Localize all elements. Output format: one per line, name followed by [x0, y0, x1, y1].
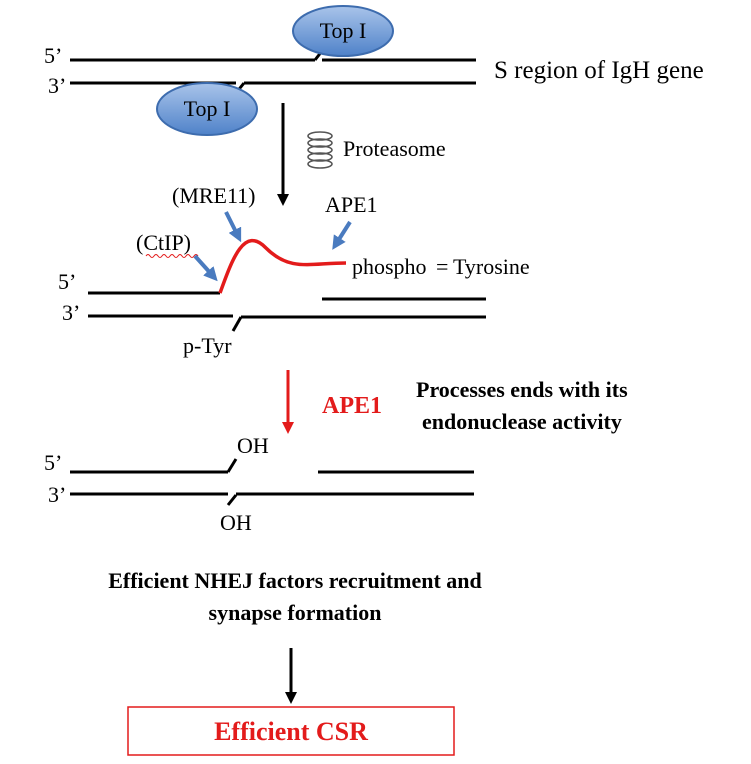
- oh-bottom-label: OH: [220, 510, 252, 535]
- panel3-label-5prime: 5’: [44, 450, 62, 475]
- red-flap-strand: [218, 239, 347, 294]
- panel1-label-3prime: 3’: [48, 73, 66, 98]
- ptyr-label: p-Tyr: [183, 333, 232, 358]
- equals-sign: =: [436, 254, 448, 279]
- topo-bottom-ellipse: Top I: [156, 82, 258, 136]
- panel-3-dna: OH 5’ 3’ OH: [44, 433, 474, 535]
- panel1-label-5prime: 5’: [44, 43, 62, 68]
- gene-label: S region of IgH gene: [494, 57, 704, 84]
- result-label: Efficient CSR: [214, 717, 368, 746]
- proteasome-label: Proteasome: [343, 136, 446, 161]
- nhej-line2: synapse formation: [209, 600, 382, 625]
- p3-top-nick: [226, 458, 238, 473]
- step-2: APE1 Processes ends with its endonucleas…: [282, 370, 628, 434]
- topo-top-ellipse: Top I: [292, 5, 394, 57]
- spellcheck-underline: [145, 254, 199, 258]
- ctip-arrow: [193, 254, 218, 282]
- panel2-label-5prime: 5’: [58, 269, 76, 294]
- topo-top-label: Top I: [320, 18, 367, 43]
- mre11-arrow: [224, 211, 242, 243]
- phospho-label: phospho: [352, 254, 427, 279]
- nhej-text: Efficient NHEJ factors recruitment and s…: [108, 568, 482, 625]
- ape1-arrow: [332, 220, 352, 250]
- topo-bottom-label: Top I: [184, 96, 231, 121]
- panel-1-dna: 5’ 3’ Top I Top I S region of IgH gene: [44, 5, 704, 136]
- nhej-line1: Efficient NHEJ factors recruitment and: [108, 568, 482, 593]
- ape1-red-label: APE1: [322, 393, 382, 419]
- mre11-label: (MRE11): [172, 183, 256, 208]
- p3-bottom-nick: [226, 494, 238, 506]
- process-text-line1: Processes ends with its: [416, 377, 628, 402]
- process-text-line2: endonuclease activity: [422, 409, 622, 434]
- oh-top-label: OH: [237, 433, 269, 458]
- panel-2-dna: (MRE11) APE1 (CtIP) phospho = Tyrosine 5…: [58, 183, 530, 358]
- proteasome-spring-icon: [307, 131, 333, 169]
- result-box: Efficient CSR: [127, 706, 455, 756]
- tyrosine-label: Tyrosine: [453, 254, 530, 279]
- step-1: Proteasome: [277, 103, 446, 206]
- panel3-label-3prime: 3’: [48, 482, 66, 507]
- p2-bottom-nick: [231, 316, 243, 332]
- ctip-label: (CtIP): [136, 230, 191, 255]
- ape1-label-top: APE1: [325, 192, 378, 217]
- panel2-label-3prime: 3’: [62, 300, 80, 325]
